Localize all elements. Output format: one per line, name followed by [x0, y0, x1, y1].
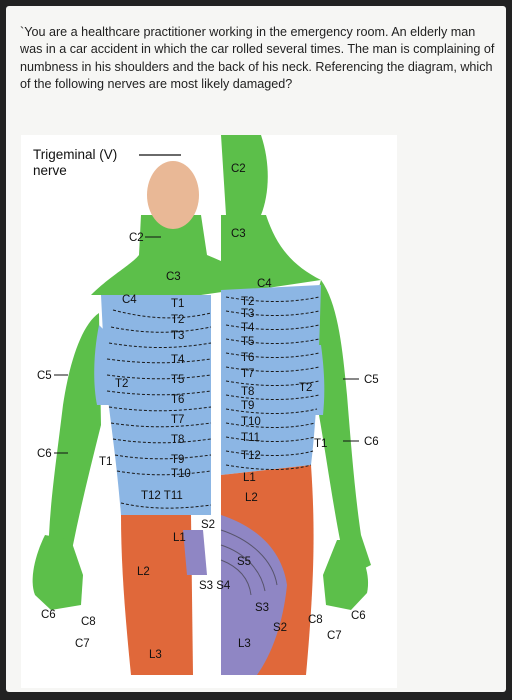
back-t3: T3 [241, 308, 254, 320]
front-t3: T3 [171, 330, 184, 342]
bottom-bar [0, 692, 512, 700]
back-t7: T7 [241, 368, 254, 380]
front-t10: T10 [171, 468, 191, 480]
back-c5: C5 [364, 374, 379, 386]
back-t12: T12 [241, 450, 261, 462]
back-t2-arm: T2 [299, 382, 312, 394]
back-c8-hand: C8 [308, 614, 323, 626]
back-head [221, 135, 268, 215]
front-t8: T8 [171, 434, 184, 446]
front-left-arm [43, 313, 101, 575]
front-t2: T2 [171, 314, 184, 326]
front-t1-arm: T1 [99, 456, 112, 468]
question-body: You are a healthcare practitioner workin… [20, 25, 495, 91]
back-t4: T4 [241, 322, 255, 334]
back-c6: C6 [364, 436, 379, 448]
trigeminal-line1: Trigeminal (V) [33, 147, 117, 162]
front-t5: T5 [171, 374, 184, 386]
front-c7-hand: C7 [75, 638, 90, 650]
front-t2-arm: T2 [115, 378, 128, 390]
back-labels: C2 C3 C4 C5 C6 T2 T1 T2 T3 T4 T5 T6 T7 T… [199, 163, 379, 650]
front-left-hand [32, 535, 83, 610]
question-prefix: ` [20, 25, 25, 39]
back-right-hand [323, 540, 369, 610]
trigeminal-line2: nerve [33, 163, 67, 178]
back-body [220, 135, 371, 675]
trigeminal-label: Trigeminal (V) nerve [33, 147, 181, 178]
back-c4: C4 [257, 278, 272, 290]
back-t11: T11 [241, 432, 260, 444]
front-s2: S2 [201, 519, 215, 531]
back-right-arm [311, 280, 371, 575]
front-c4: C4 [122, 294, 137, 306]
back-c2: C2 [231, 163, 246, 175]
front-head [147, 161, 199, 229]
front-t9: T9 [171, 454, 184, 466]
question-text: `You are a healthcare practitioner worki… [20, 24, 496, 93]
back-t8: T8 [241, 386, 254, 398]
back-t10: T10 [241, 416, 261, 428]
front-c2: C2 [129, 232, 144, 244]
back-l3: L3 [238, 638, 251, 650]
back-neck [221, 215, 321, 295]
front-arm-t2 [94, 325, 111, 405]
front-c3: C3 [166, 271, 181, 283]
dermatome-diagram: Trigeminal (V) nerve C2 C3 C4 C5 C6 T2 T… [21, 135, 397, 688]
back-t9: T9 [241, 400, 254, 412]
front-l1: L1 [173, 532, 186, 544]
front-t6: T6 [171, 394, 184, 406]
back-l2: L2 [245, 492, 258, 504]
back-c7-hand: C7 [327, 630, 342, 642]
front-sacral [183, 530, 207, 575]
back-s3: S3 [255, 602, 269, 614]
dermatome-svg: Trigeminal (V) nerve C2 C3 C4 C5 C6 T2 T… [32, 135, 379, 675]
front-t1: T1 [171, 298, 184, 310]
front-l3: L3 [149, 649, 162, 661]
front-c5: C5 [37, 370, 52, 382]
back-t5: T5 [241, 336, 254, 348]
back-s3-s4: S3 S4 [199, 580, 231, 592]
back-s5: S5 [237, 556, 251, 568]
front-torso [101, 295, 211, 515]
back-t6: T6 [241, 352, 254, 364]
front-left-thigh [121, 515, 193, 675]
back-t1-arm: T1 [314, 438, 327, 450]
front-l2: L2 [137, 566, 150, 578]
back-s2: S2 [273, 622, 287, 634]
back-t2: T2 [241, 296, 254, 308]
back-l1: L1 [243, 472, 256, 484]
back-torso [221, 285, 321, 475]
front-t7: T7 [171, 414, 184, 426]
front-c8-hand: C8 [81, 616, 96, 628]
front-t12-t11: T12 T11 [141, 490, 183, 502]
front-c6: C6 [37, 448, 52, 460]
front-labels: C2 C3 C4 C5 C6 T2 T1 T1 T2 T3 T4 T5 T6 T… [37, 232, 215, 661]
back-sacral [221, 515, 287, 675]
front-t4: T4 [171, 354, 185, 366]
front-c6-hand: C6 [41, 609, 56, 621]
back-c6-hand: C6 [351, 610, 366, 622]
back-c3: C3 [231, 228, 246, 240]
